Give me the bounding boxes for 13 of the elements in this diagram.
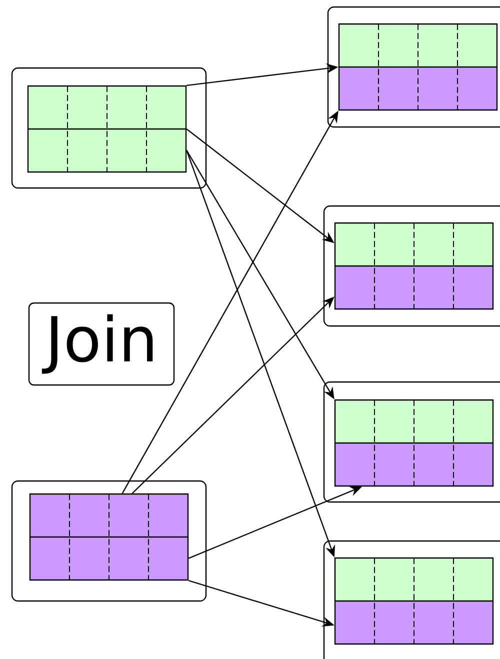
table-frame — [323, 540, 500, 659]
data-table — [334, 222, 494, 310]
table-frame — [327, 6, 500, 128]
data-table — [338, 23, 498, 111]
table-frame — [323, 381, 500, 503]
join-label-box: Join — [28, 302, 175, 386]
data-table — [334, 557, 494, 645]
table-frame — [11, 67, 207, 189]
table-frame — [11, 480, 207, 602]
data-table — [334, 399, 494, 487]
table-frame — [323, 205, 500, 327]
data-table — [27, 85, 187, 173]
data-table — [29, 493, 189, 581]
